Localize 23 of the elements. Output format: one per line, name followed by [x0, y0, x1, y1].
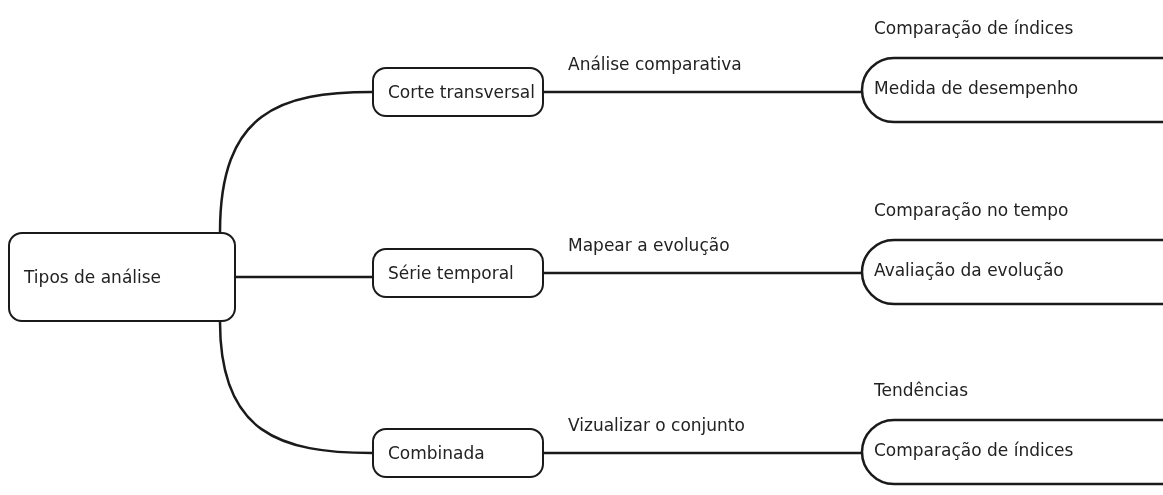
- edge-label: Vizualizar o conjunto: [566, 415, 747, 435]
- edge-label: Análise comparativa: [566, 54, 744, 74]
- rounded-box: [372, 428, 544, 478]
- node-text: Tendências: [874, 380, 969, 400]
- node-text: Série temporal: [388, 263, 514, 283]
- rounded-box: [372, 67, 544, 117]
- edge-label: Mapear a evolução: [566, 235, 732, 255]
- node-text: Comparação de índices: [874, 18, 1074, 38]
- connector-line: [218, 321, 373, 455]
- rounded-box: [8, 232, 236, 322]
- node-text: Corte transversal: [388, 82, 535, 102]
- connector-line: [236, 275, 372, 279]
- connector-line: [544, 451, 862, 455]
- node-text: Tipos de análise: [24, 267, 162, 287]
- rounded-box: [372, 248, 544, 298]
- connector-line: [218, 90, 373, 233]
- node-text: Combinada: [388, 443, 485, 463]
- node-text: Comparação de índices: [874, 440, 1074, 460]
- node-text: Avaliação da evolução: [874, 260, 1064, 280]
- connector-line: [544, 271, 862, 275]
- node-text: Comparação no tempo: [874, 200, 1069, 220]
- node-text: Medida de desempenho: [874, 78, 1079, 98]
- connector-line: [544, 90, 862, 94]
